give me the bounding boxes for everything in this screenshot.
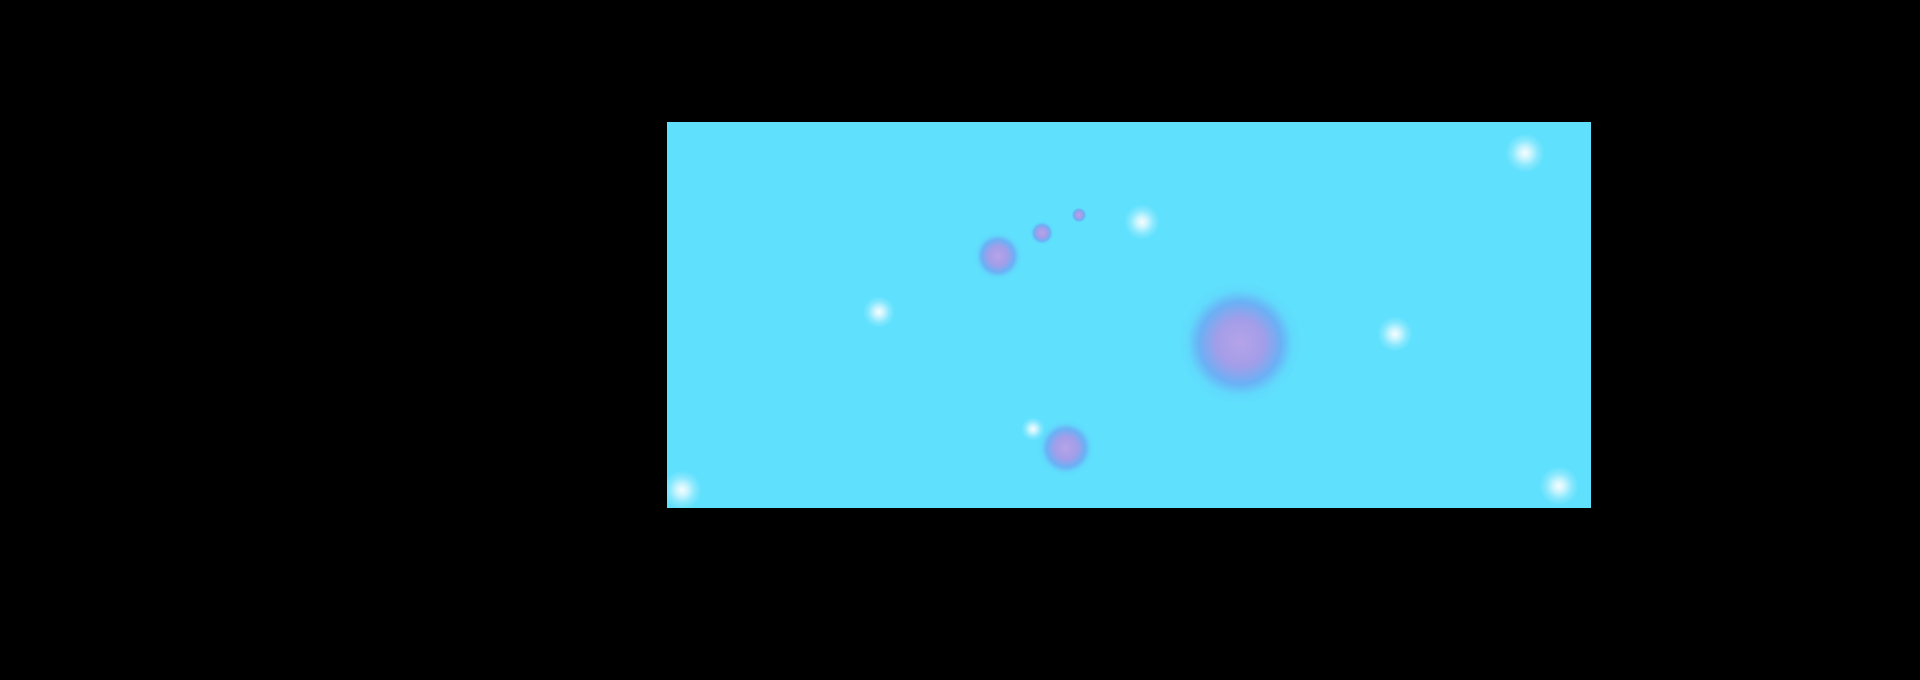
glow-particle[interactable] xyxy=(1124,204,1160,240)
game-viewport[interactable] xyxy=(667,122,1591,508)
bubble[interactable] xyxy=(974,232,1022,280)
glow-particle[interactable] xyxy=(667,470,702,508)
bubble[interactable] xyxy=(1030,221,1054,245)
glow-particle[interactable] xyxy=(1377,316,1413,352)
bubble[interactable] xyxy=(1071,207,1087,223)
bubble[interactable] xyxy=(1180,283,1300,403)
glow-particle[interactable] xyxy=(863,296,895,328)
glow-particle[interactable] xyxy=(1539,466,1579,506)
bubble[interactable] xyxy=(1038,420,1094,476)
glow-particle[interactable] xyxy=(1505,133,1545,173)
